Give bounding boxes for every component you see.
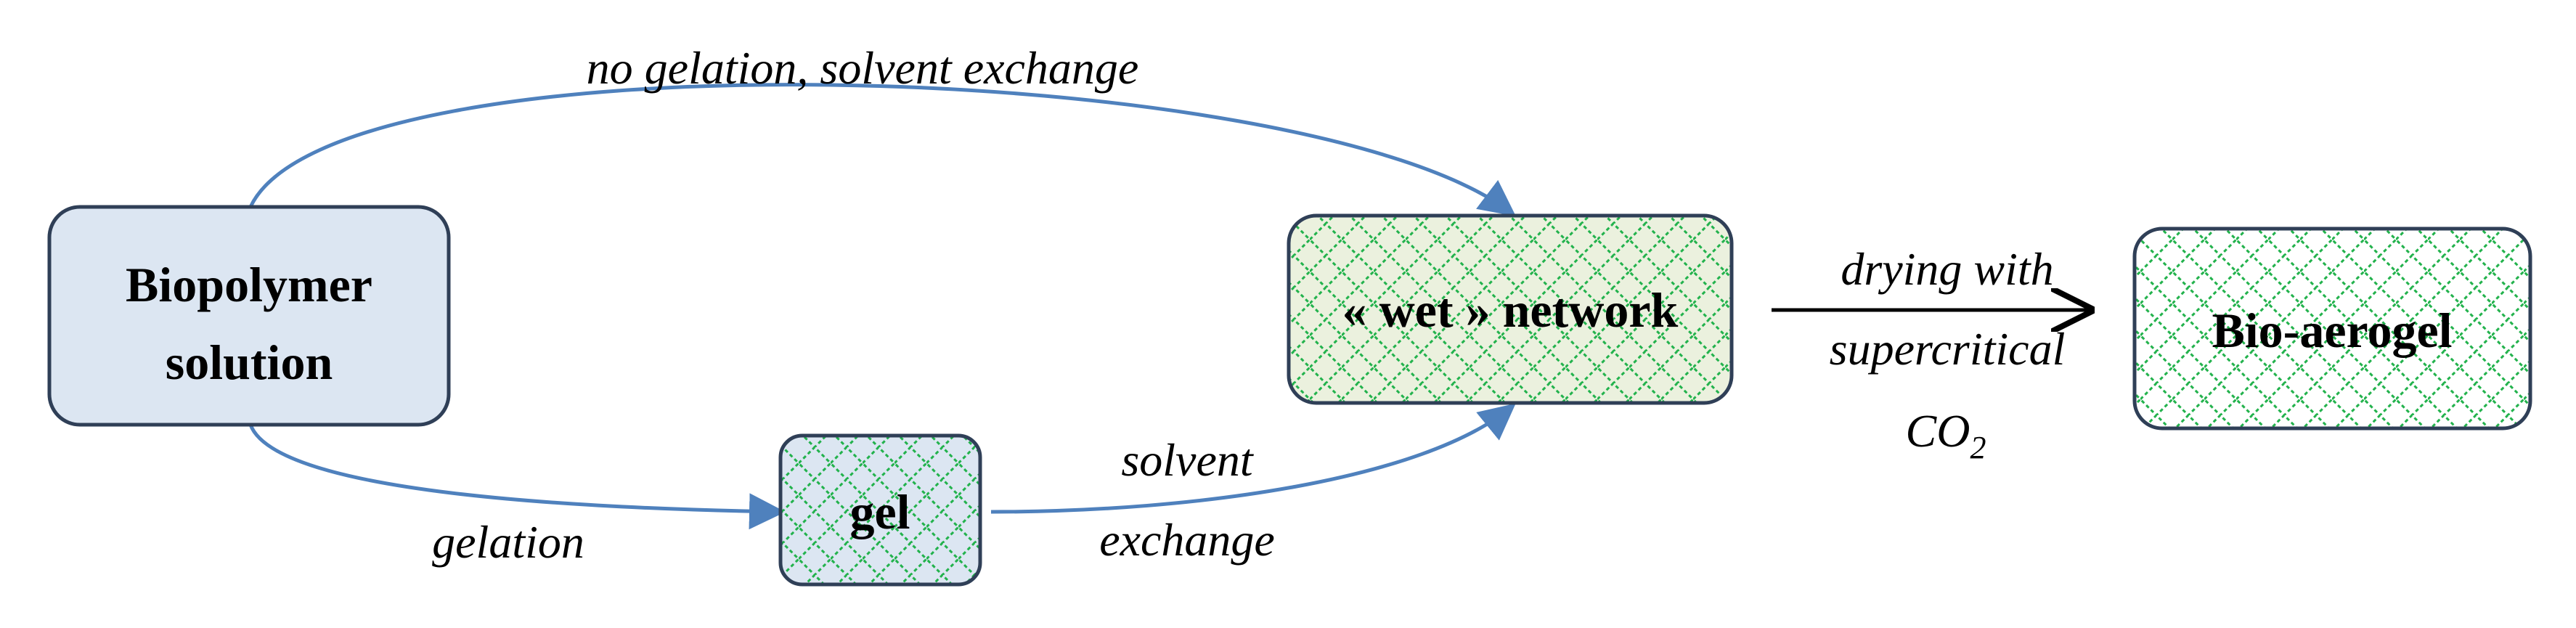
node-biopolymer-solution-line2: solution (166, 335, 333, 390)
arrow-no-gelation (248, 83, 1516, 217)
arrow-gelation (248, 424, 786, 530)
arrow-solvent-exchange (990, 403, 1516, 514)
node-gel-label: gel (849, 484, 910, 539)
label-no-gelation: no gelation, solvent exchange (587, 42, 1139, 94)
node-wet-network (1287, 213, 1734, 405)
node-bio-aerogel-label: Bio-aerogel (2212, 303, 2452, 358)
label-gelation: gelation (432, 516, 584, 568)
label-drying-line2: supercritical (1830, 323, 2066, 375)
node-biopolymer-solution (47, 205, 451, 427)
label-drying-line3: CO2 (1906, 405, 1986, 465)
node-wet-network-label: « wet » network (1342, 282, 1679, 338)
node-gel (778, 433, 982, 587)
label-solvent-exchange-line1: solvent (1121, 434, 1255, 486)
node-biopolymer-solution-line1: Biopolymer (126, 257, 372, 312)
node-bio-aerogel (2132, 227, 2532, 431)
label-solvent-exchange-line2: exchange (1099, 514, 1275, 566)
label-drying-co-subscript: 2 (1970, 430, 1986, 465)
label-drying-line1: drying with (1841, 243, 2053, 295)
label-drying-co: CO (1906, 405, 1970, 457)
